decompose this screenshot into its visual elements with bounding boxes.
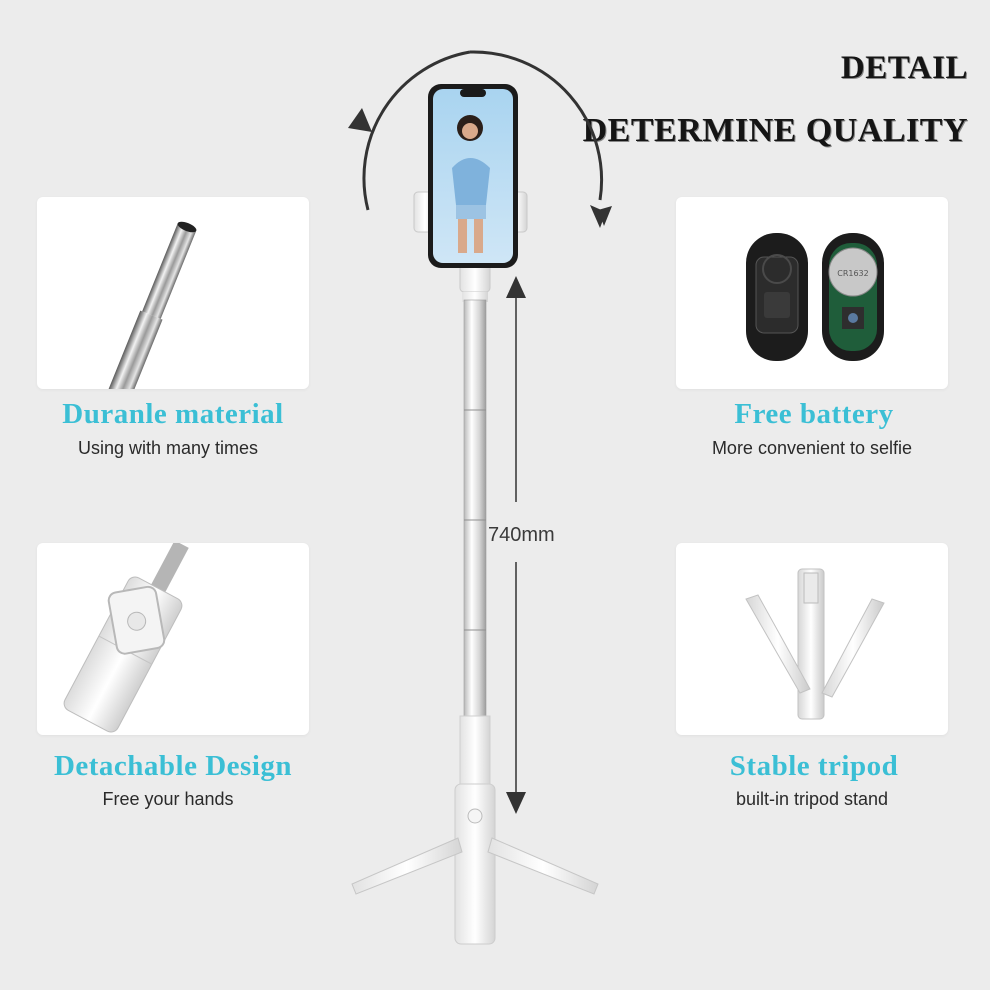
detachable-remote-icon (63, 543, 189, 733)
feature-card-tripod (676, 543, 948, 735)
smartphone-icon (428, 84, 518, 268)
feature-title-material: Duranle material (62, 398, 284, 430)
feature-subtitle-material: Using with many times (77, 438, 259, 458)
feature-subtitle-battery: More convenient to selfie (711, 438, 913, 458)
feature-subtitle-detachable: Free your hands (102, 789, 234, 809)
feature-card-detachable (37, 543, 309, 735)
tripod-icon (745, 568, 885, 720)
remote-battery-icon: CR1632 (746, 233, 884, 361)
rotation-arrow-icon (362, 50, 604, 211)
headline-detail: DETAIL (840, 50, 968, 86)
feature-card-material (37, 197, 309, 389)
feature-title-battery: Free battery (734, 398, 894, 430)
telescopic-pole-icon (106, 221, 197, 389)
feature-subtitle-tripod: built-in tripod stand (735, 789, 889, 809)
height-label: 740mm (488, 522, 555, 549)
feature-title-tripod: Stable tripod (729, 750, 899, 782)
feature-card-battery: CR1632 (676, 197, 948, 389)
headline-determine-quality: DETERMINE QUALITY (582, 112, 968, 149)
feature-title-detachable: Detachable Design (53, 750, 293, 782)
svg-text:CR1632: CR1632 (837, 269, 869, 278)
